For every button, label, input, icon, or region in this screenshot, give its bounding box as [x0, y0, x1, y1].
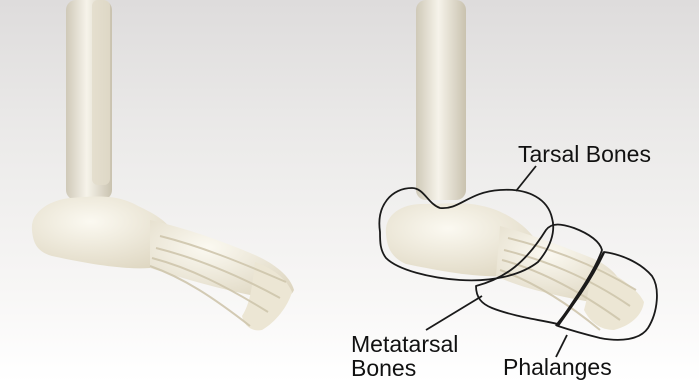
phalanges-label: Phalanges [503, 355, 612, 379]
metatarsal-bones-label: Metatarsal Bones [351, 332, 458, 380]
metatarsal-label-line1: Metatarsal [351, 332, 458, 356]
metatarsal-label-line2: Bones [351, 356, 458, 380]
left-foot-skeleton [32, 0, 294, 330]
right-tibia [416, 0, 466, 200]
left-fibula [92, 0, 110, 185]
tarsal-leader [516, 166, 536, 191]
tarsal-bones-label: Tarsal Bones [518, 142, 651, 166]
metatarsal-leader [426, 296, 482, 330]
